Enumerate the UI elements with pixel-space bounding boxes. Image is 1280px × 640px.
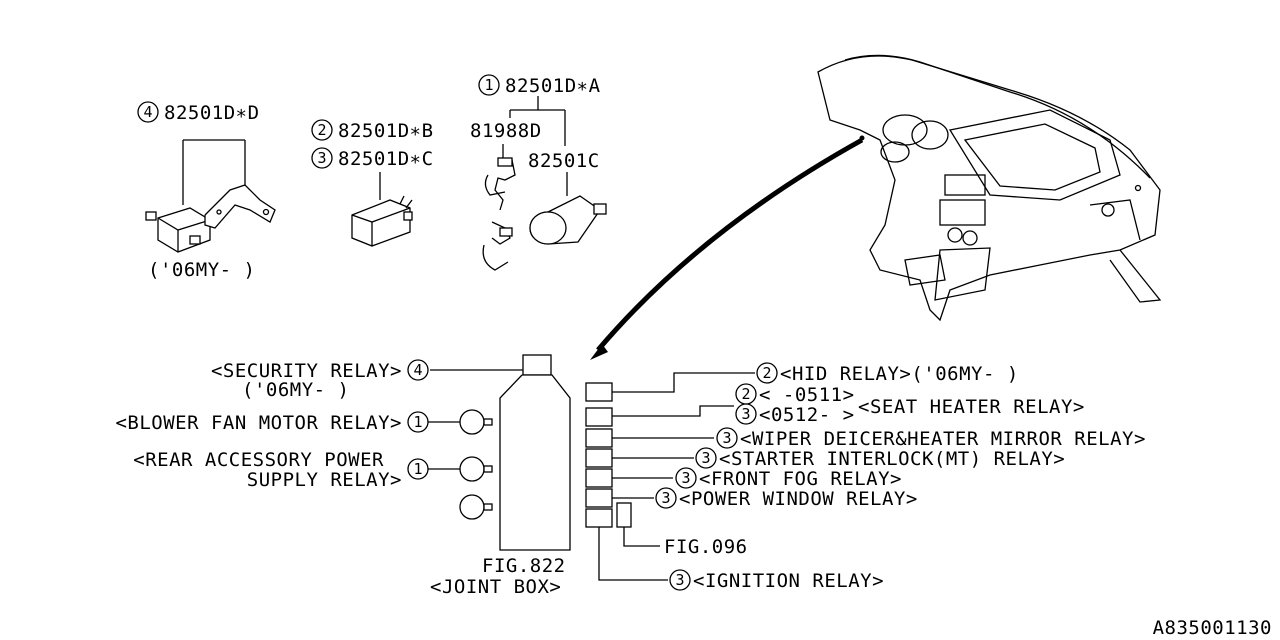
part-1-callout: 1 82501D∗A 81988D 82501C [470, 74, 601, 196]
ref-number: 1 [413, 460, 422, 478]
ref-number: 3 [317, 149, 326, 167]
figure-reference: FIG.096 [664, 536, 748, 558]
callout-text: <HID RELAY>('06MY- ) [780, 363, 1019, 385]
relay-bracket-icon [204, 184, 276, 229]
callout-blower-fan-relay: <BLOWER FAN MOTOR RELAY> 1 [115, 411, 429, 434]
callout-hid-relay: 2 <HID RELAY>('06MY- ) [756, 362, 1019, 385]
model-year-note: ('06MY- ) [242, 379, 349, 401]
location-pointer-arrow [590, 137, 864, 360]
callout-text: <WIPER DEICER&HEATER MIRROR RELAY> [740, 428, 1146, 450]
ref-number: 2 [317, 121, 326, 139]
ref-number: 2 [741, 385, 750, 403]
ref-number: 1 [413, 413, 422, 431]
callout-text: <POWER WINDOW RELAY> [679, 488, 918, 510]
sub-part-number: 81988D [470, 120, 542, 142]
ref-number: 3 [681, 469, 690, 487]
callout-text-line1: <REAR ACCESSORY POWER [133, 449, 384, 471]
part-number: 82501D∗A [505, 75, 601, 97]
relay-clip-icon [482, 157, 516, 271]
callout-text: <FRONT FOG RELAY> [699, 468, 902, 490]
callout-power-window-relay: 3 <POWER WINDOW RELAY> [655, 487, 918, 510]
ref-number: 4 [143, 103, 152, 121]
callout-text: <SECURITY RELAY> [211, 360, 402, 382]
sub-part-number: 82501C [528, 150, 600, 172]
part-3-callout: 3 82501D∗C [311, 147, 434, 200]
callout-starter-interlock-relay: 3 <STARTER INTERLOCK(MT) RELAY> [695, 447, 1065, 470]
relay-socket-column [585, 382, 632, 528]
fig096-connector [616, 502, 632, 528]
dashboard-location-illustration [817, 54, 1162, 322]
round-relay-blower [459, 409, 493, 435]
ref-number: 2 [762, 364, 771, 382]
callout-text: <IGNITION RELAY> [693, 570, 884, 592]
joint-box-label: <JOINT BOX> [430, 576, 561, 598]
callout-seat-heater-relay: 2 < -0511> 3 <0512- > <SEAT HEATER RELAY… [735, 383, 1085, 426]
joint-box: FIG.822 <JOINT BOX> [430, 354, 571, 598]
joint-box-fig-ref: FIG.822 [482, 555, 566, 577]
part-4-callout: 4 82501D∗D ('06MY- ) [137, 101, 260, 281]
callout-ignition-relay: 3 <IGNITION RELAY> [669, 569, 884, 592]
callout-front-fog-relay: 3 <FRONT FOG RELAY> [675, 467, 902, 490]
diagram-id: A835001130 [1153, 617, 1272, 639]
part-number: 82501D∗B [338, 120, 434, 142]
ref-number: 3 [701, 449, 710, 467]
callout-fig096: FIG.096 [664, 536, 748, 558]
ref-number: 4 [413, 361, 422, 379]
ref-number: 3 [675, 571, 684, 589]
ref-number: 3 [661, 489, 670, 507]
ref-number: 3 [741, 405, 750, 423]
security-relay-socket [522, 354, 552, 376]
callout-text-line2: SUPPLY RELAY> [247, 469, 402, 491]
ref-circle-4 [137, 101, 159, 123]
round-relay-rear-accessory [459, 456, 493, 482]
callout-text: <STARTER INTERLOCK(MT) RELAY> [719, 448, 1065, 470]
mini-relay-part-icon [351, 195, 413, 247]
model-year-note: ('06MY- ) [148, 259, 255, 281]
callout-security-relay: <SECURITY RELAY> 4 ('06MY- ) [211, 359, 429, 401]
leader-lines [428, 369, 755, 581]
callout-text: <SEAT HEATER RELAY> [858, 396, 1085, 418]
callout-text: <0512- > [759, 404, 855, 426]
callout-text: < -0511> [759, 384, 855, 406]
security-relay-part-icon [145, 207, 211, 253]
part-2-callout: 2 82501D∗B [311, 119, 434, 142]
part-number: 82501D∗C [338, 148, 434, 170]
round-relay-spare [459, 494, 493, 520]
callout-text: <BLOWER FAN MOTOR RELAY> [115, 412, 402, 434]
ref-number: 1 [484, 76, 493, 94]
ref-number: 3 [722, 429, 731, 447]
part-number: 82501D∗D [164, 102, 260, 124]
round-relay-part-icon [529, 195, 607, 245]
callout-wiper-deicer-relay: 3 <WIPER DEICER&HEATER MIRROR RELAY> [716, 427, 1146, 450]
callout-rear-accessory-relay: <REAR ACCESSORY POWER SUPPLY RELAY> 1 [133, 449, 429, 491]
